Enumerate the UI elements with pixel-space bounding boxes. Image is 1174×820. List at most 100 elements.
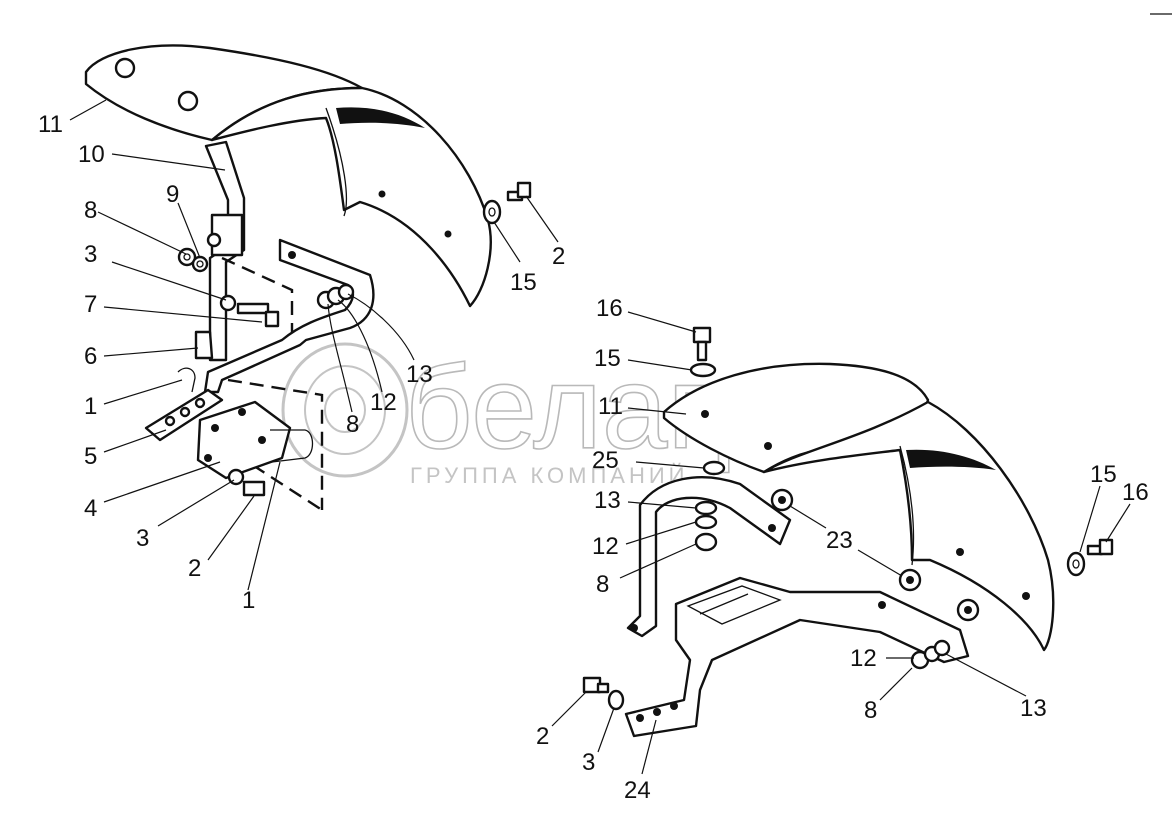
- callout-label: 2: [536, 723, 549, 750]
- callout-label: 1: [84, 393, 97, 420]
- leader-line: [247, 461, 281, 591]
- leader-line: [627, 501, 697, 509]
- left-bolt-2b: [506, 181, 532, 202]
- leader-line: [641, 719, 657, 775]
- left-fender-inner-edge: [325, 107, 348, 217]
- right-washer-23b: [898, 568, 922, 592]
- left-washer-3: [219, 294, 237, 312]
- callout-label: 23: [826, 527, 853, 554]
- leader-line: [627, 311, 697, 333]
- left-dashed-outline: [227, 378, 324, 510]
- leader-line: [111, 261, 227, 301]
- left-plate4-hole: [238, 408, 246, 416]
- leader-line: [69, 99, 107, 121]
- right-fender-hole: [1022, 592, 1030, 600]
- left-plate4-hole: [204, 454, 212, 462]
- right-nut-8a: [694, 532, 718, 552]
- right-washer-13a: [694, 500, 718, 516]
- leader-line: [337, 299, 383, 393]
- right-bracket-hole: [670, 702, 678, 710]
- leader-line: [635, 461, 705, 469]
- callout-label: 3: [582, 749, 595, 776]
- leader-line: [879, 667, 913, 701]
- callout-label: 24: [624, 777, 651, 804]
- left-fender-hole: [444, 230, 452, 238]
- right-washer-15a: [689, 362, 717, 378]
- callout-label: 8: [864, 697, 877, 724]
- right-bracket-hole: [636, 714, 644, 722]
- right-stay-hole: [630, 624, 638, 632]
- watermark-subtitle-text: ГРУППА КОМПАНИЙ: [410, 463, 689, 488]
- leader-line: [1105, 503, 1131, 543]
- right-stay-bracket: [626, 476, 792, 638]
- callout-label: 4: [84, 495, 97, 522]
- callout-label: 10: [78, 141, 105, 168]
- left-plate-hole: [194, 397, 206, 409]
- callout-label: 9: [166, 181, 179, 208]
- left-u-bolt-small: [177, 367, 196, 393]
- leader-line: [619, 543, 697, 579]
- right-bracket-hole: [653, 708, 661, 716]
- callout-label: 16: [1122, 479, 1149, 506]
- callout-label: 15: [1090, 461, 1117, 488]
- leader-line: [157, 479, 235, 527]
- leader-line: [627, 407, 687, 415]
- callout-label: 13: [1020, 695, 1047, 722]
- leader-line: [525, 195, 559, 243]
- callout-label: 2: [188, 555, 201, 582]
- right-fender-inner-edge: [899, 445, 915, 566]
- callout-label: 15: [510, 269, 537, 296]
- left-dashed-outline: [221, 256, 294, 340]
- callout-label: 13: [594, 487, 621, 514]
- callout-label: 2: [552, 243, 565, 270]
- callout-label: 12: [592, 533, 619, 560]
- left-washers-8-12-13: [316, 283, 355, 310]
- left-fender-bolt-head: [114, 57, 136, 79]
- leader-line: [103, 429, 167, 453]
- left-bolt-7: [236, 302, 280, 328]
- right-bracket-rib: [699, 593, 749, 615]
- right-washer-12a: [694, 514, 718, 530]
- leader-line: [103, 347, 199, 357]
- right-stay-hole: [768, 524, 776, 532]
- callout-label: 16: [596, 295, 623, 322]
- leader-line: [597, 707, 615, 753]
- left-bolt-2a: [242, 480, 266, 497]
- right-washer-15b: [1066, 551, 1086, 577]
- right-fender-shade: [906, 449, 996, 470]
- leader-line: [103, 379, 183, 405]
- callout-label: 12: [850, 645, 877, 672]
- left-washer-9: [191, 255, 209, 273]
- left-plate4-hole: [258, 436, 266, 444]
- leader-line: [627, 359, 693, 371]
- left-assembly: 11 10 9 8 3 7 6 1 5 4 3 2 1 8 12 13 15 2: [38, 44, 565, 614]
- right-bolt-16b: [1086, 538, 1114, 556]
- callout-label: 3: [84, 241, 97, 268]
- right-assembly: 16 15 11 25 13 12 8 23 15 16 12 8 13 2 3…: [536, 295, 1149, 804]
- left-strip-hole: [206, 232, 222, 248]
- left-plate4-hole: [211, 424, 219, 432]
- left-plate-hole: [164, 415, 176, 427]
- leader-line: [789, 505, 827, 529]
- right-washer-23: [770, 488, 794, 512]
- right-washer-25: [702, 460, 726, 476]
- callout-label: 11: [38, 111, 63, 138]
- left-fender-bolt-head: [177, 90, 199, 112]
- left-washer-15: [482, 199, 502, 225]
- leader-line: [625, 521, 697, 545]
- callout-label: 15: [594, 345, 621, 372]
- right-main-bracket: [624, 576, 970, 738]
- right-washer-23c: [956, 598, 980, 622]
- callout-label: 25: [592, 447, 619, 474]
- left-u-bolt: [270, 429, 314, 463]
- callout-label: 12: [370, 389, 397, 416]
- right-bolt-2: [582, 676, 610, 694]
- right-fender-hole: [764, 442, 772, 450]
- callout-label: 11: [598, 393, 623, 420]
- leader-line: [103, 461, 221, 503]
- callout-label: 1: [242, 587, 255, 614]
- right-bracket-rib: [686, 585, 782, 625]
- left-plate-hole: [179, 406, 191, 418]
- leader-line: [207, 495, 255, 561]
- leader-line: [1079, 485, 1101, 553]
